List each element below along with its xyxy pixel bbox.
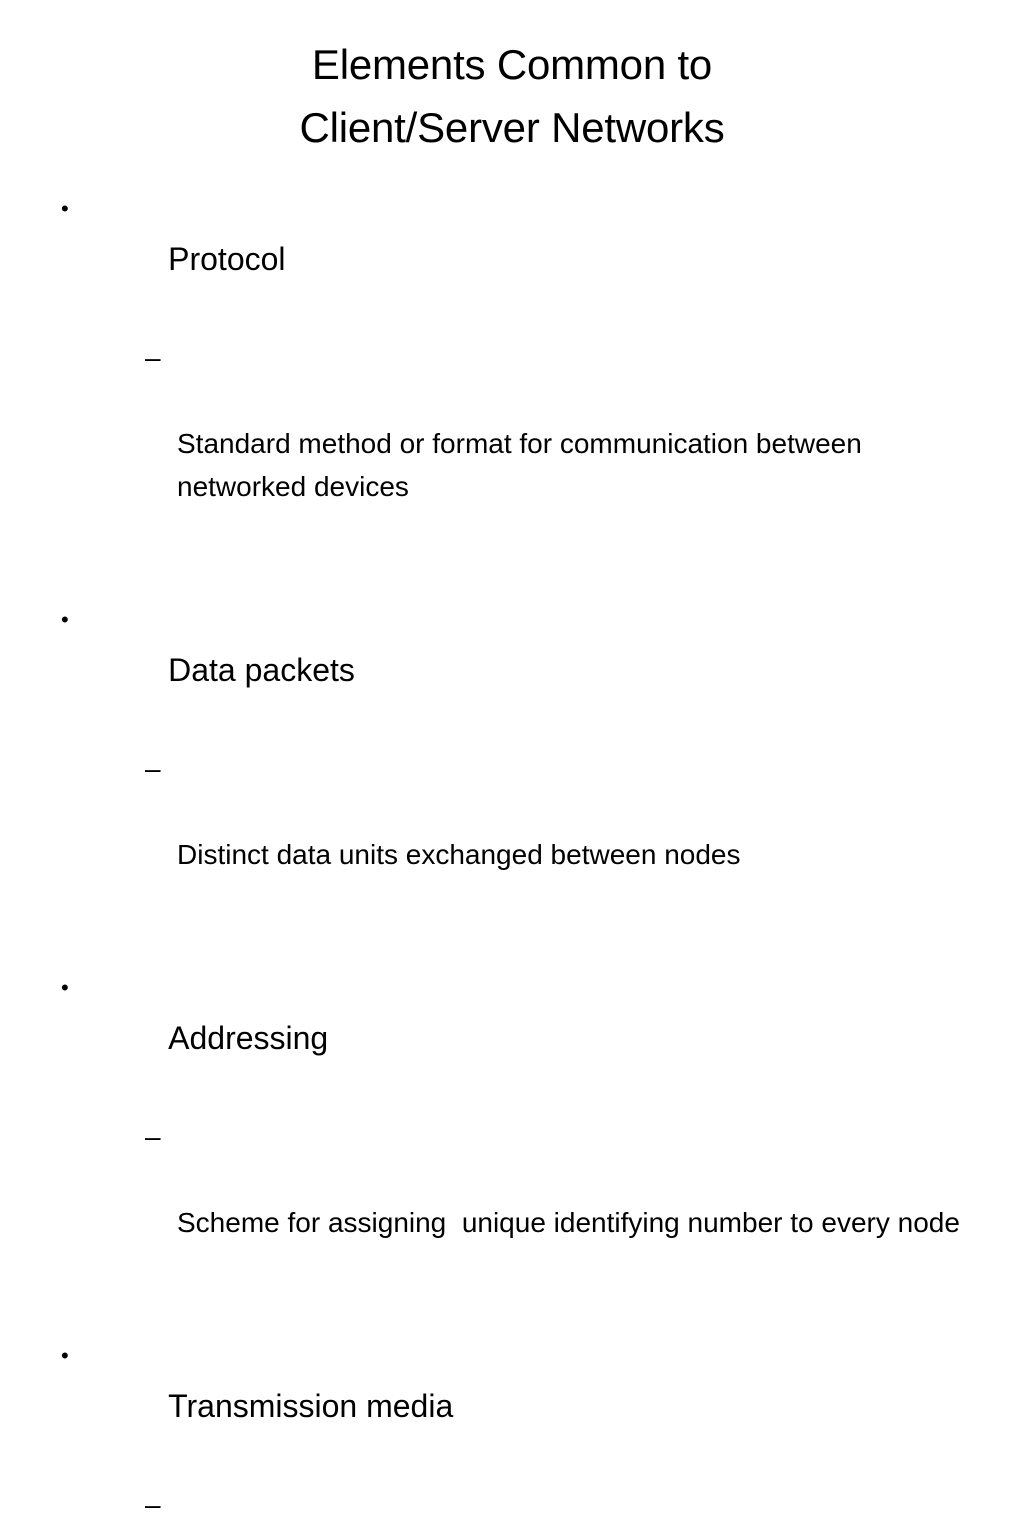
bullet-level1-protocol: • Protocol xyxy=(55,183,970,336)
bullet-level2-transmission-media: –Means through which data is transmitted… xyxy=(145,1483,967,1536)
bullet-dash-icon: – xyxy=(145,1121,161,1152)
slide-title-line-2: Client/Server Networks xyxy=(299,104,725,151)
bullet-dot-icon: • xyxy=(61,196,69,221)
bullet-dot-icon: • xyxy=(61,975,69,1000)
bullet-level1-label: Transmission media xyxy=(168,1388,454,1424)
bullet-level2-label: Scheme for assigning unique identifying … xyxy=(177,1207,960,1238)
bullet-level2-data-packets: – Distinct data units exchanged between n… xyxy=(145,747,967,962)
bullet-dash-icon: – xyxy=(145,1489,161,1520)
bullet-dash-icon: – xyxy=(145,342,161,373)
bullet-group-protocol: • Protocol – Standard method or format for… xyxy=(55,183,970,594)
bullet-level1-label: Data packets xyxy=(168,652,355,688)
bullet-level2-label: Standard method or format for communicat… xyxy=(177,428,870,502)
bullet-level2-label: Distinct data units exchanged between no… xyxy=(177,839,741,870)
bullet-dot-icon: • xyxy=(61,607,69,632)
bullet-dot-icon: • xyxy=(61,1343,69,1368)
bullet-level1-data-packets: • Data packets xyxy=(55,594,970,747)
bullet-level2-protocol: – Standard method or format for communica… xyxy=(145,336,967,594)
bullet-group-data-packets: • Data packets – Distinct data units excha… xyxy=(55,594,970,962)
slide-body: • Protocol – Standard method or format for… xyxy=(55,183,970,1536)
bullet-level1-transmission-media: • Transmission media xyxy=(55,1330,970,1483)
bullet-level2-addressing: – Scheme for assigning unique identifying… xyxy=(145,1115,967,1330)
bullet-group-transmission-media: • Transmission media –Means through which… xyxy=(55,1330,970,1536)
slide-title-line-1: Elements Common to xyxy=(311,41,713,88)
presentation-slide: Elements Common to Client/Server Network… xyxy=(0,33,1024,1520)
slide-title: Elements Common to Client/Server Network… xyxy=(0,33,1024,159)
bullet-group-addressing: • Addressing – Scheme for assigning unique… xyxy=(55,962,970,1330)
bullet-level1-label: Addressing xyxy=(168,1020,329,1056)
bullet-level1-label: Protocol xyxy=(168,241,286,277)
bullet-dash-icon: – xyxy=(145,753,161,784)
bullet-level1-addressing: • Addressing xyxy=(55,962,970,1115)
